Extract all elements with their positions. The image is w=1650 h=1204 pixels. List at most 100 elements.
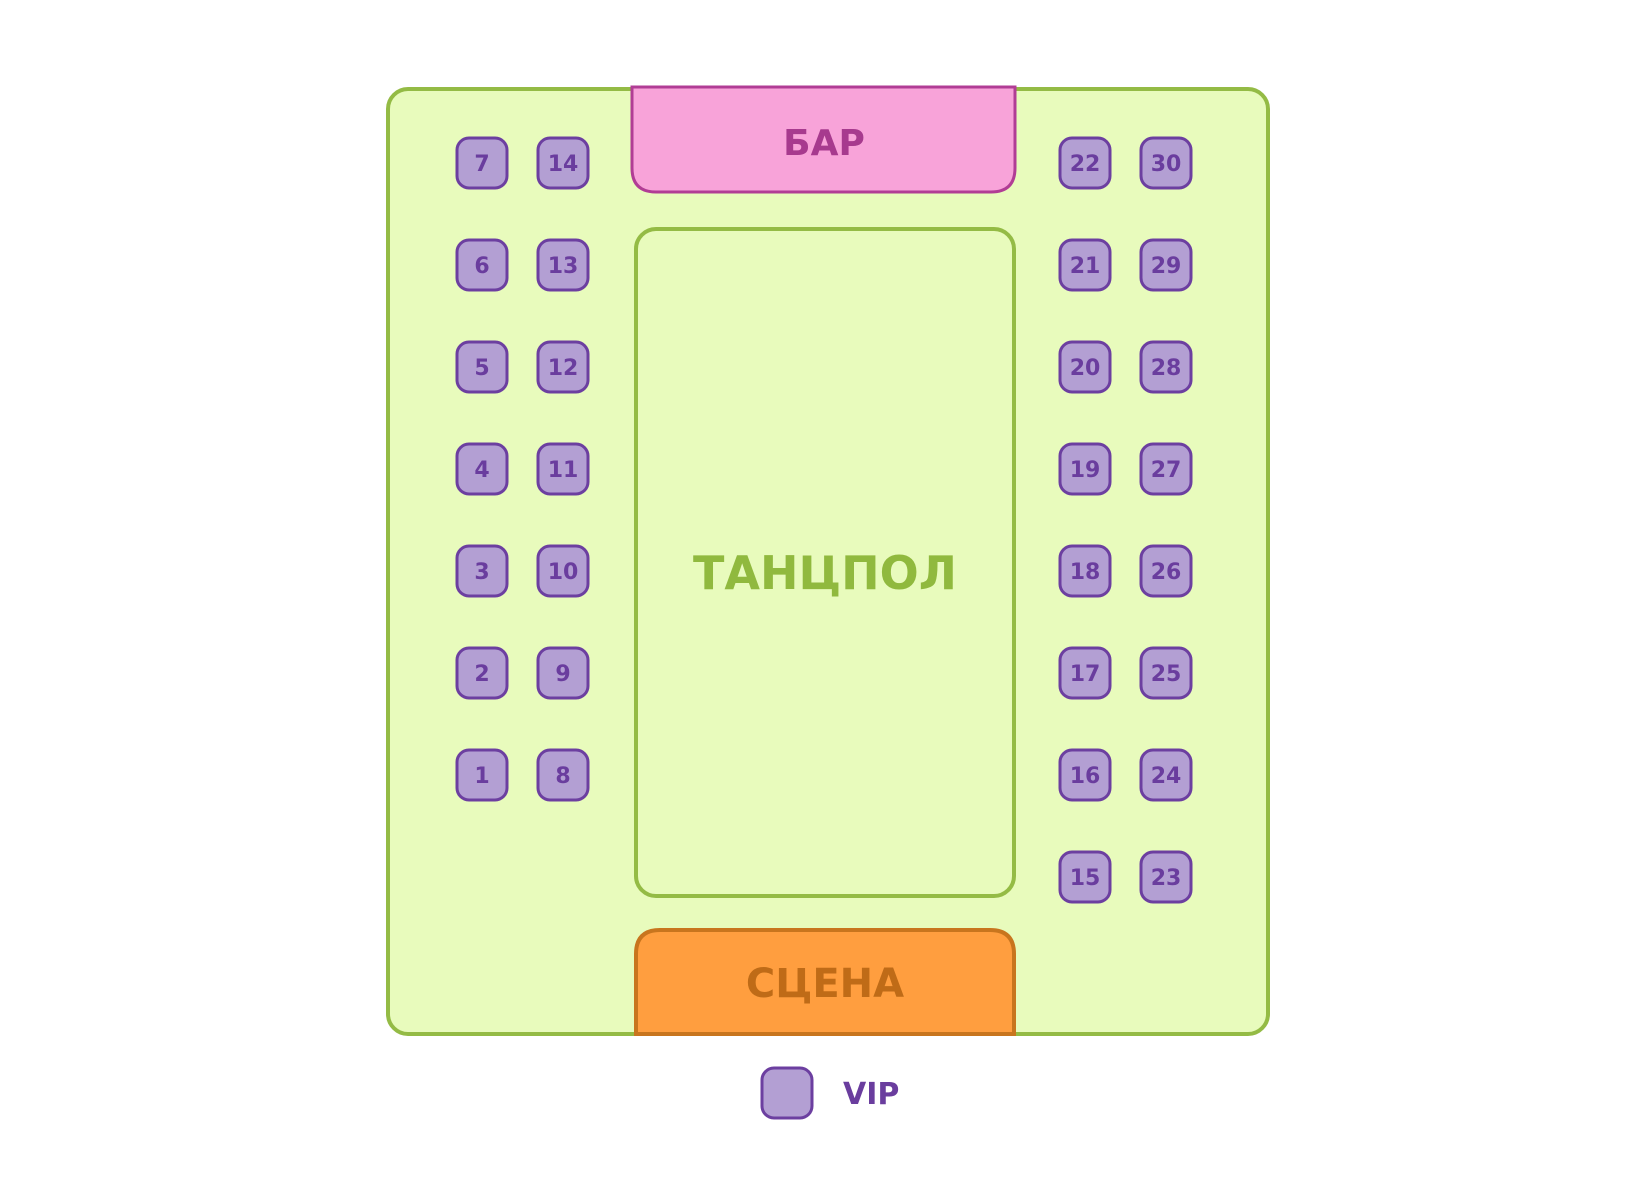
table-number: 30 xyxy=(1151,152,1182,177)
table-marker xyxy=(536,748,590,802)
table-number: 16 xyxy=(1070,764,1101,789)
table-18[interactable]: 18 xyxy=(1058,544,1112,598)
table-marker xyxy=(536,340,590,394)
table-20[interactable]: 20 xyxy=(1058,340,1112,394)
table-number: 19 xyxy=(1070,458,1101,483)
stage-zone[interactable]: СЦЕНА xyxy=(634,928,1016,1036)
table-19[interactable]: 19 xyxy=(1058,442,1112,496)
table-number: 2 xyxy=(474,662,489,687)
table-11[interactable]: 11 xyxy=(536,442,590,496)
table-number: 14 xyxy=(548,152,579,177)
table-marker xyxy=(1058,646,1112,700)
table-17[interactable]: 17 xyxy=(1058,646,1112,700)
table-marker xyxy=(1058,136,1112,190)
table-number: 12 xyxy=(548,356,579,381)
table-23[interactable]: 23 xyxy=(1139,850,1193,904)
table-2[interactable]: 2 xyxy=(455,646,509,700)
stage-label: СЦЕНА xyxy=(746,961,904,1007)
table-marker xyxy=(1139,442,1193,496)
table-marker xyxy=(1058,340,1112,394)
table-15[interactable]: 15 xyxy=(1058,850,1112,904)
dance-floor-area xyxy=(634,227,1016,898)
table-number: 20 xyxy=(1070,356,1101,381)
table-number: 25 xyxy=(1151,662,1182,687)
dance-floor-zone[interactable]: ТАНЦПОЛ xyxy=(634,227,1016,898)
table-marker xyxy=(455,544,509,598)
table-4[interactable]: 4 xyxy=(455,442,509,496)
table-number: 23 xyxy=(1151,866,1182,891)
table-number: 8 xyxy=(555,764,570,789)
table-9[interactable]: 9 xyxy=(536,646,590,700)
table-3[interactable]: 3 xyxy=(455,544,509,598)
table-marker xyxy=(455,238,509,292)
table-7[interactable]: 7 xyxy=(455,136,509,190)
table-marker xyxy=(1139,748,1193,802)
table-marker xyxy=(455,442,509,496)
table-marker xyxy=(536,544,590,598)
table-marker xyxy=(1058,442,1112,496)
table-25[interactable]: 25 xyxy=(1139,646,1193,700)
table-marker xyxy=(1058,238,1112,292)
table-6[interactable]: 6 xyxy=(455,238,509,292)
table-number: 3 xyxy=(474,560,489,585)
table-marker xyxy=(536,442,590,496)
table-marker xyxy=(455,748,509,802)
vip-table-swatch-icon xyxy=(760,1066,814,1120)
table-14[interactable]: 14 xyxy=(536,136,590,190)
table-12[interactable]: 12 xyxy=(536,340,590,394)
table-number: 6 xyxy=(474,254,489,279)
table-marker xyxy=(455,646,509,700)
table-number: 18 xyxy=(1070,560,1101,585)
legend-vip-label: VIP xyxy=(843,1077,899,1112)
table-number: 7 xyxy=(474,152,489,177)
table-number: 13 xyxy=(548,254,579,279)
table-number: 10 xyxy=(548,560,579,585)
table-marker xyxy=(1139,850,1193,904)
table-26[interactable]: 26 xyxy=(1139,544,1193,598)
table-21[interactable]: 21 xyxy=(1058,238,1112,292)
table-8[interactable]: 8 xyxy=(536,748,590,802)
bar-area xyxy=(630,85,1017,194)
table-number: 9 xyxy=(555,662,570,687)
table-24[interactable]: 24 xyxy=(1139,748,1193,802)
table-marker xyxy=(1139,340,1193,394)
table-16[interactable]: 16 xyxy=(1058,748,1112,802)
table-marker xyxy=(536,136,590,190)
table-28[interactable]: 28 xyxy=(1139,340,1193,394)
table-number: 17 xyxy=(1070,662,1101,687)
table-number: 4 xyxy=(474,458,489,483)
table-marker xyxy=(1139,136,1193,190)
table-marker xyxy=(1058,544,1112,598)
table-13[interactable]: 13 xyxy=(536,238,590,292)
table-number: 22 xyxy=(1070,152,1101,177)
table-10[interactable]: 10 xyxy=(536,544,590,598)
table-marker xyxy=(455,136,509,190)
table-marker xyxy=(455,340,509,394)
table-number: 1 xyxy=(474,764,489,789)
bar-label: БАР xyxy=(783,123,865,164)
tables: 7654321141312111098222120191817161530292… xyxy=(455,136,1193,904)
table-30[interactable]: 30 xyxy=(1139,136,1193,190)
table-number: 21 xyxy=(1070,254,1101,279)
table-marker xyxy=(1139,646,1193,700)
table-1[interactable]: 1 xyxy=(455,748,509,802)
stage-area xyxy=(634,928,1016,1036)
table-number: 15 xyxy=(1070,866,1101,891)
table-marker xyxy=(1139,238,1193,292)
table-5[interactable]: 5 xyxy=(455,340,509,394)
table-27[interactable]: 27 xyxy=(1139,442,1193,496)
table-marker xyxy=(1139,544,1193,598)
table-number: 24 xyxy=(1151,764,1182,789)
table-number: 11 xyxy=(548,458,579,483)
table-marker xyxy=(536,646,590,700)
table-22[interactable]: 22 xyxy=(1058,136,1112,190)
table-marker xyxy=(536,238,590,292)
legend: VIP xyxy=(760,1066,899,1120)
table-marker xyxy=(1058,748,1112,802)
table-29[interactable]: 29 xyxy=(1139,238,1193,292)
bar-zone[interactable]: БАР xyxy=(630,85,1017,194)
table-number: 27 xyxy=(1151,458,1182,483)
table-number: 28 xyxy=(1151,356,1182,381)
